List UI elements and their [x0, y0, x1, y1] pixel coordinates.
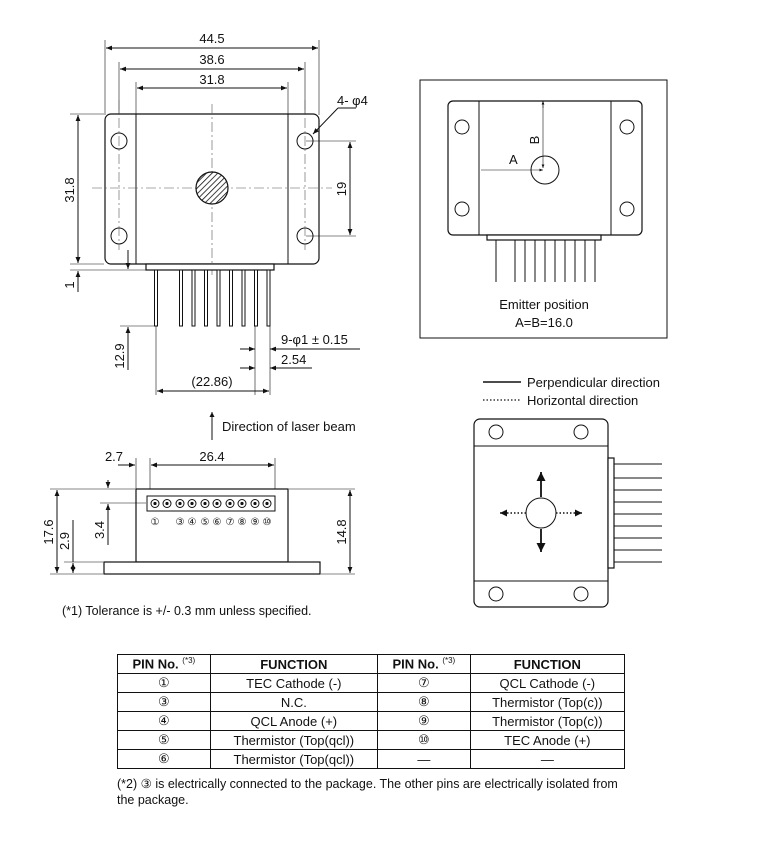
emitter-caption-1: Emitter position — [499, 297, 589, 312]
pin-cell: ③ — [117, 692, 211, 712]
footnote-text: is electrically connected to the package… — [117, 777, 618, 807]
table-row: ⑤ Thermistor (Top(qcl)) ⑩ TEC Anode (+) — [117, 730, 626, 750]
dim-19: 19 — [334, 182, 349, 196]
table-row: ③ N.C. ⑧ Thermistor (Top(c)) — [117, 692, 626, 712]
emitter-view: A B Emitter position A=B=16.0 — [419, 79, 668, 339]
legend-horizontal: Horizontal direction — [527, 393, 638, 408]
pin-mark-4: ④ — [188, 517, 197, 528]
pin-cell: ⑩ — [377, 730, 471, 750]
top-view: 44.5 38.6 31.8 4- φ4 31.8 — [62, 31, 368, 395]
dim-22-86: (22.86) — [191, 374, 232, 389]
emitter-label-a: A — [509, 152, 518, 167]
header-pin-no: PIN No. (*3) — [377, 654, 471, 674]
dim-pin-diameter: 9-φ1 ± 0.15 — [281, 332, 348, 347]
function-cell: Thermistor (Top(qcl)) — [209, 749, 379, 769]
dim-17-6: 17.6 — [41, 519, 56, 544]
pin-cell: ⑧ — [377, 692, 471, 712]
header-function: FUNCTION — [209, 654, 379, 674]
function-cell: Thermistor (Top(c)) — [469, 692, 626, 712]
pin-cell: ① — [117, 673, 211, 693]
dim-2-7: 2.7 — [105, 449, 123, 464]
pin-cell: ④ — [117, 711, 211, 731]
legend: Perpendicular direction Horizontal direc… — [483, 375, 660, 408]
function-cell: TEC Cathode (-) — [209, 673, 379, 693]
pin-table: PIN No. (*3) FUNCTION PIN No. (*3) FUNCT… — [117, 654, 626, 769]
window-icon — [195, 171, 229, 205]
dim-26-4: 26.4 — [199, 449, 224, 464]
pin-mark-10: ⑩ — [263, 517, 272, 528]
pin-mark-5: ⑤ — [201, 517, 210, 528]
pin-mark-6: ⑥ — [213, 517, 222, 528]
dim-31-8-top: 31.8 — [199, 72, 224, 87]
emitter-pins — [495, 240, 596, 282]
dim-44-5: 44.5 — [199, 31, 224, 46]
dim-12-9: 12.9 — [112, 343, 127, 368]
emitter-caption-2: A=B=16.0 — [515, 315, 573, 330]
header-pin-no: PIN No. (*3) — [117, 654, 211, 674]
front-base — [103, 561, 321, 575]
front-pin-row — [150, 499, 272, 508]
table-row: ⑥ Thermistor (Top(qcl)) — — — [117, 749, 626, 769]
footnote: (*2) ③ is electrically connected to the … — [117, 776, 627, 808]
emitter-label-b: B — [527, 136, 542, 145]
pin-mark-1: ① — [151, 517, 160, 528]
pin-mark-7: ⑦ — [226, 517, 235, 528]
side-view — [473, 418, 662, 608]
table-row: ① TEC Cathode (-) ⑦ QCL Cathode (-) — [117, 673, 626, 693]
pin-cell: ⑨ — [377, 711, 471, 731]
pin-cell: ⑤ — [117, 730, 211, 750]
pin-cell: ⑥ — [117, 749, 211, 769]
table-row: ④ QCL Anode (+) ⑨ Thermistor (Top(c)) — [117, 711, 626, 731]
dim-38-6: 38.6 — [199, 52, 224, 67]
pin-mark-9: ⑨ — [251, 517, 260, 528]
function-cell: QCL Cathode (-) — [469, 673, 626, 693]
legend-perpendicular: Perpendicular direction — [527, 375, 660, 390]
front-view: 2.7 26.4 ① ③ ④ ⑤ ⑥ ⑦ ⑧ ⑨ ⑩ — [41, 449, 355, 575]
pin-mark-3: ③ — [176, 517, 185, 528]
header-function: FUNCTION — [469, 654, 626, 674]
pin-mark-8: ⑧ — [238, 517, 247, 528]
pin-header — [145, 263, 275, 271]
laser-beam-label: Direction of laser beam — [222, 419, 356, 434]
function-cell: QCL Anode (+) — [209, 711, 379, 731]
function-cell: — — [469, 749, 626, 769]
footnote-pin: ③ — [140, 777, 152, 791]
dim-31-8-left: 31.8 — [62, 177, 77, 202]
dim-3-4: 3.4 — [92, 521, 107, 539]
pin-table-header: PIN No. (*3) FUNCTION PIN No. (*3) FUNCT… — [117, 654, 626, 674]
function-cell: TEC Anode (+) — [469, 730, 626, 750]
function-cell: Thermistor (Top(qcl)) — [209, 730, 379, 750]
dim-14-8: 14.8 — [334, 519, 349, 544]
pin-cell: — — [377, 749, 471, 769]
pin-cell: ⑦ — [377, 673, 471, 693]
dim-1: 1 — [62, 281, 77, 288]
function-cell: Thermistor (Top(c)) — [469, 711, 626, 731]
dim-4-phi4: 4- φ4 — [337, 93, 368, 108]
dim-2-54: 2.54 — [281, 352, 306, 367]
footnote-mark: (*2) — [117, 777, 138, 791]
dim-2-9: 2.9 — [57, 532, 72, 550]
tolerance-note: (*1) Tolerance is +/- 0.3 mm unless spec… — [62, 604, 312, 618]
function-cell: N.C. — [209, 692, 379, 712]
pins — [154, 269, 271, 327]
front-body — [135, 488, 289, 563]
laser-direction: Direction of laser beam — [209, 412, 356, 440]
side-pins — [614, 463, 662, 563]
